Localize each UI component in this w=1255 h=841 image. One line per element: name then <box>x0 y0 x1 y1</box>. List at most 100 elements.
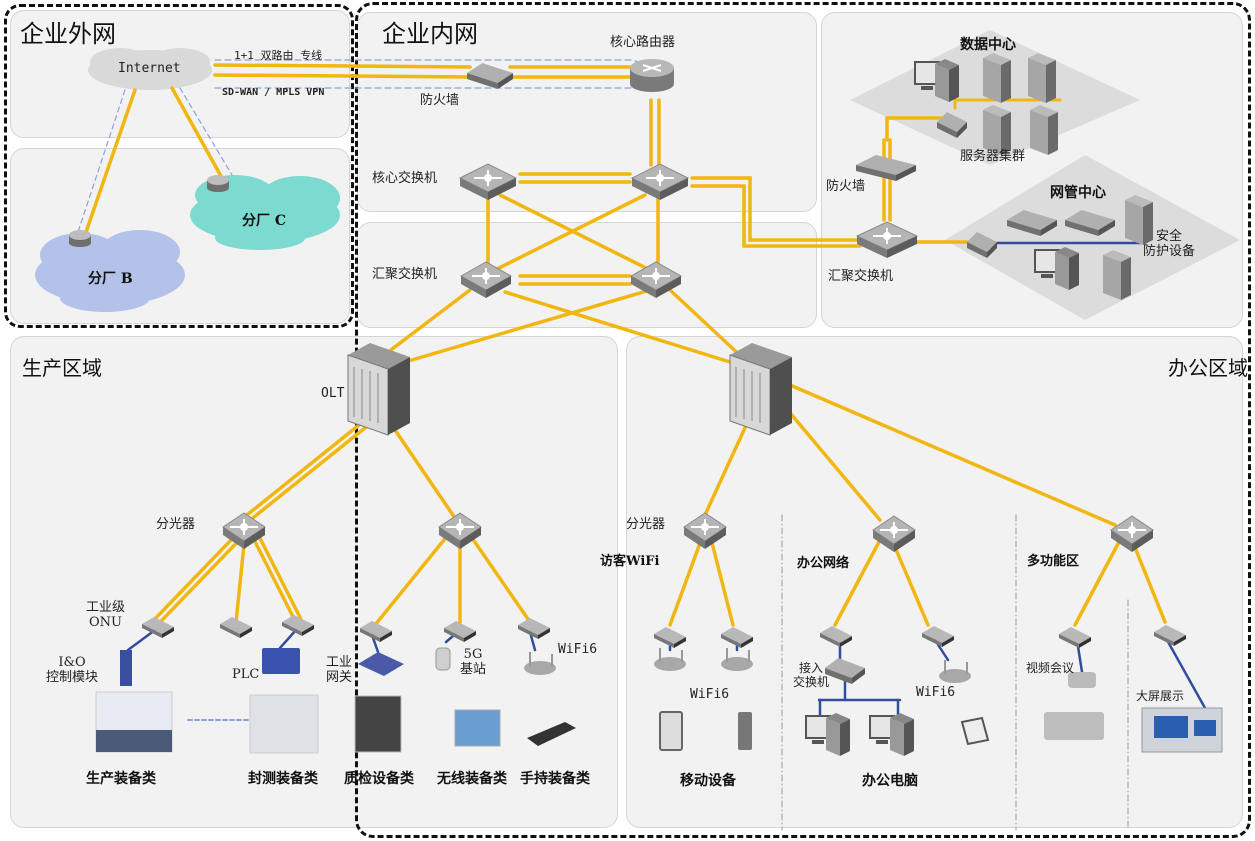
tablet-icon <box>659 711 683 751</box>
branch-b-router-icon <box>69 230 91 247</box>
dc-firewall-label: 防火墙 <box>826 179 866 194</box>
dc-firewall-icon <box>856 155 916 181</box>
link-internet-firewall <box>213 63 472 69</box>
core-router-icon <box>630 59 674 92</box>
link-guest-onu2 <box>708 533 735 627</box>
core-switch-1-icon <box>458 163 518 200</box>
link-ooff-splitter3 <box>788 383 1117 527</box>
link-splitter1-onu1 <box>158 535 244 624</box>
big-screen-panel-1 <box>1154 716 1188 738</box>
office-onu-4-icon <box>922 626 954 647</box>
branch-c-router-icon <box>207 175 229 192</box>
link-agg2-office-olt <box>668 288 747 362</box>
link-olt-splitter1 <box>244 415 370 518</box>
office-pc-2-icon <box>869 713 914 756</box>
office-onu-3-icon <box>820 626 852 647</box>
link-secondary-label: SD-WAN / MPLS VPN <box>222 87 325 98</box>
firewall-label: 防火墙 <box>420 93 460 108</box>
link-internet-branch-c <box>170 86 224 180</box>
industrial-gateway-icon <box>358 652 404 676</box>
base-station-label: 5G 基站 <box>460 647 487 677</box>
guest-wifi6-label: WiFi6 <box>690 687 730 702</box>
office-splitter-2-icon <box>872 515 916 552</box>
olt-label: OLT <box>321 386 345 401</box>
onu-2-icon <box>220 617 252 638</box>
branch-c-cloud <box>190 175 340 250</box>
nms-workstation-icon <box>1034 247 1079 290</box>
link-agg1-olt <box>373 288 472 364</box>
access-switch-label: 接入 交换机 <box>793 661 830 689</box>
nms-title: 网管中心 <box>1050 185 1106 201</box>
lan-office-bus <box>818 678 902 702</box>
link-multi-onu1 <box>1073 538 1122 627</box>
big-screen-panel-2 <box>1194 720 1216 736</box>
vpn-branch-c <box>179 87 233 176</box>
5g-base-station-icon <box>435 647 451 671</box>
office-onu-2-icon <box>721 627 753 648</box>
agg-switch-2-icon <box>629 261 683 298</box>
office-pc-1-icon <box>805 713 850 756</box>
onu-1-icon <box>142 617 174 638</box>
nms-device-1-icon <box>1007 210 1057 236</box>
core-router-label: 核心路由器 <box>610 35 676 50</box>
onu-6-icon <box>518 618 550 639</box>
guest-ap-1-icon <box>654 648 686 671</box>
gateway-label: 工业 网关 <box>326 655 353 685</box>
handheld-device-icon <box>527 722 576 746</box>
video-conference-label: 视频会议 <box>1026 661 1075 675</box>
internet-label: Internet <box>118 61 181 76</box>
datacenter-title: 数据中心 <box>960 37 1016 53</box>
io-module-label: I&O 控制模块 <box>46 655 99 685</box>
link-splitter1-onu3 <box>255 531 303 621</box>
branch-b-label: 分厂 B <box>88 271 133 287</box>
link-splitter1-onu3 <box>250 534 298 624</box>
prod-wifi-label: WiFi6 <box>558 642 598 657</box>
category-production-equipment: 生产装备类 <box>86 771 156 787</box>
laptop-icon <box>960 716 990 746</box>
phone-icon <box>738 712 752 750</box>
agg-switch-label: 汇聚交换机 <box>372 267 438 282</box>
dc-access-switch-icon <box>937 112 967 138</box>
guest-ap-2-icon <box>721 648 753 671</box>
splitter-label: 分光器 <box>156 517 196 532</box>
dc-server-1-icon <box>983 53 1011 103</box>
lan-onu-io <box>126 628 157 652</box>
link-office-onu1 <box>833 538 882 627</box>
link-agg2-olt <box>403 288 652 364</box>
category-packaging-test: 封测装备类 <box>248 771 318 787</box>
io-module-icon <box>120 650 132 686</box>
link-dc-firewall-servers <box>885 116 947 142</box>
dc-agg-switch-icon <box>855 221 919 258</box>
nms-server-icon <box>1125 195 1153 245</box>
mobile-devices-label: 移动设备 <box>680 773 736 789</box>
link-core-dc-a <box>690 176 862 242</box>
security-devices-label: 安全 防护设备 <box>1143 229 1196 259</box>
onu-3-icon <box>282 615 314 636</box>
core-switch-2-icon <box>630 163 690 200</box>
office-ap-icon <box>939 660 971 683</box>
production-olt-icon <box>347 343 410 436</box>
office-onu-6-icon <box>1154 625 1186 646</box>
link-splitter1-onu1 <box>154 531 240 620</box>
office-splitter-label: 分光器 <box>626 517 666 532</box>
guest-wifi-label: 访客WiFi <box>600 554 660 569</box>
category-handheld-equipment: 手持装备类 <box>520 771 590 787</box>
dc-agg-switch-label: 汇聚交换机 <box>828 269 894 284</box>
link-olt-splitter1 <box>248 420 374 523</box>
onu-label: 工业级 ONU <box>86 600 126 630</box>
vpn-line-top <box>214 59 641 63</box>
vpn-branch-b <box>76 89 126 236</box>
link-guest-onu1 <box>668 533 705 627</box>
zone-office <box>626 336 1243 828</box>
category-quality-inspection: 质检设备类 <box>344 771 414 787</box>
branch-b-cloud <box>35 230 185 312</box>
dc-server-bus <box>953 98 1062 110</box>
link-internet-branch-b <box>83 88 137 237</box>
firewall-icon <box>467 63 513 89</box>
nms-access-switch-icon <box>967 232 997 258</box>
agg-switch-1-icon <box>459 261 513 298</box>
zone-title-production: 生产区域 <box>22 356 102 380</box>
multi-function-label: 多功能区 <box>1027 554 1080 569</box>
link-olt-splitter2 <box>393 428 457 520</box>
